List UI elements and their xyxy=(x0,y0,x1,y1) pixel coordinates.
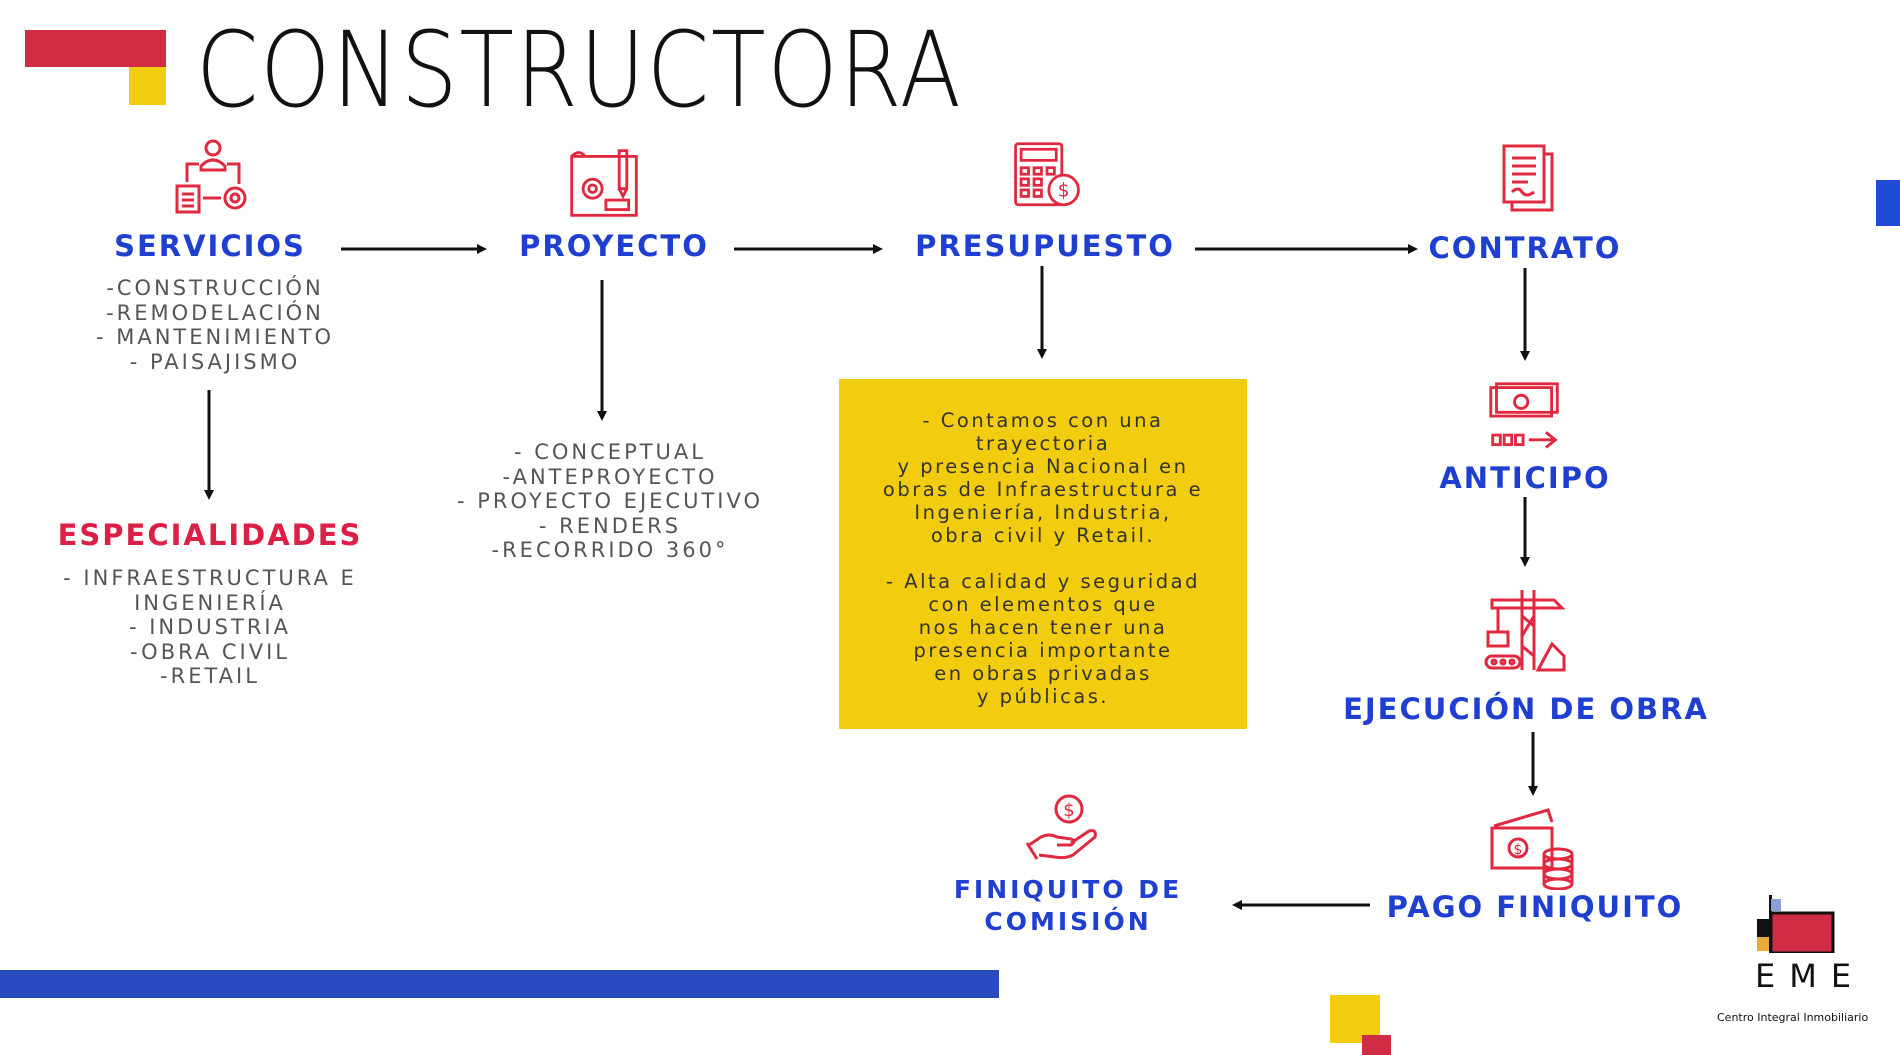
node-pago-title: PAGO FINIQUITO xyxy=(1386,890,1684,924)
hand-coin-icon: $ xyxy=(1025,793,1101,865)
list-item: - PROYECTO EJECUTIVO xyxy=(457,489,763,513)
blueprint-icon xyxy=(566,145,642,221)
node-proyecto-list: - CONCEPTUAL -ANTEPROYECTO - PROYECTO EJ… xyxy=(440,440,780,563)
eme-logo-mark xyxy=(1757,895,1835,953)
edge-blue-block xyxy=(1876,180,1900,226)
team-gear-icon xyxy=(173,134,253,214)
node-finiquito-title: FINIQUITO DE COMISIÓN xyxy=(938,874,1198,938)
cash-coins-icon: $ xyxy=(1488,806,1578,891)
node-presupuesto-title: PRESUPUESTO xyxy=(915,229,1175,263)
svg-text:$: $ xyxy=(1058,180,1070,201)
svg-text:$: $ xyxy=(1514,842,1523,858)
list-item: -REMODELACIÓN xyxy=(106,300,324,325)
page-title: CONSTRUCTORA xyxy=(196,9,963,131)
eme-logo-text: EME xyxy=(1755,957,1866,995)
list-item: -OBRA CIVIL xyxy=(130,639,290,664)
header-red-block xyxy=(25,30,166,67)
list-item: - INFRAESTRUCTURA E xyxy=(63,566,357,590)
info-box-paragraph-2: - Alta calidad y seguridad con elementos… xyxy=(886,570,1200,708)
list-item: -CONSTRUCCIÓN xyxy=(106,276,324,300)
node-especialidades-list: - INFRAESTRUCTURA E INGENIERÍA - INDUSTR… xyxy=(55,566,365,689)
node-servicios-list: -CONSTRUCCIÓN -REMODELACIÓN - MANTENIMIE… xyxy=(60,276,370,374)
node-contrato-title: CONTRATO xyxy=(1428,231,1622,265)
list-item: - RENDERS xyxy=(538,513,682,538)
bottom-blue-bar xyxy=(0,970,999,998)
node-ejecucion-title: EJECUCIÓN DE OBRA xyxy=(1343,692,1709,726)
list-item: -RECORRIDO 360° xyxy=(491,538,729,562)
money-transfer-icon xyxy=(1487,380,1563,456)
node-anticipo-title: ANTICIPO xyxy=(1439,461,1611,495)
info-box-paragraph-1: - Contamos con una trayectoria y presenc… xyxy=(882,409,1204,547)
node-servicios-title: SERVICIOS xyxy=(114,229,306,263)
list-item: - MANTENIMIENTO xyxy=(95,325,335,349)
eme-logo-tagline: Centro Integral Inmobiliario xyxy=(1717,1011,1869,1024)
node-finiquito-line1: FINIQUITO DE xyxy=(953,875,1183,904)
list-item: - CONCEPTUAL xyxy=(513,440,706,464)
list-item: - PAISAJISMO xyxy=(129,349,301,374)
node-finiquito-line2: COMISIÓN xyxy=(984,907,1152,936)
header-yellow-block xyxy=(129,67,166,105)
calculator-dollar-icon: $ xyxy=(1010,140,1084,214)
svg-text:$: $ xyxy=(1063,800,1074,821)
info-box: - Contamos con una trayectoria y presenc… xyxy=(839,379,1247,729)
crane-construction-icon xyxy=(1482,586,1566,672)
document-icon xyxy=(1500,142,1556,214)
node-especialidades-title: ESPECIALIDADES xyxy=(57,518,363,552)
list-item: -ANTEPROYECTO xyxy=(502,464,718,489)
list-item: -RETAIL xyxy=(160,664,260,688)
list-item: - INDUSTRIA xyxy=(128,615,291,639)
list-item: INGENIERÍA xyxy=(134,590,286,615)
node-proyecto-title: PROYECTO xyxy=(519,229,709,263)
bottom-red-block xyxy=(1362,1035,1391,1055)
eme-logo: EME Centro Integral Inmobiliario xyxy=(1700,893,1880,1024)
